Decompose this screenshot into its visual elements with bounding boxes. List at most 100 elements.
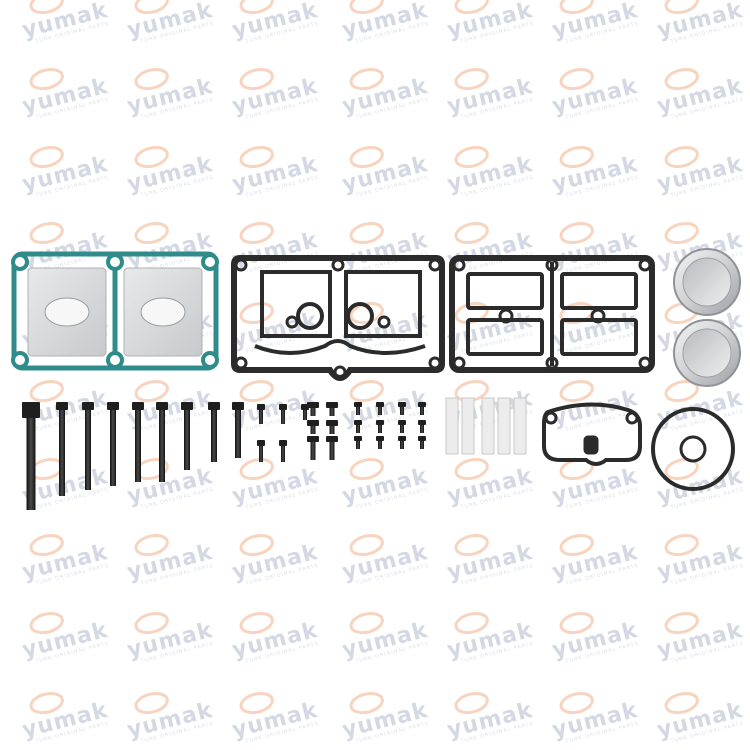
watermark-logo-icon	[559, 67, 594, 91]
watermark-logo-icon	[134, 691, 169, 715]
watermark-logo-icon	[29, 379, 64, 403]
watermark-logo-icon	[239, 301, 274, 325]
small-gasket	[542, 402, 642, 466]
watermark-logo-icon	[29, 533, 64, 557]
watermark-logo-icon	[29, 221, 64, 245]
watermark-logo-icon	[29, 67, 64, 91]
long-bolt	[232, 402, 244, 458]
watermark-logo-icon	[239, 67, 274, 91]
watermark-logo-icon	[664, 533, 699, 557]
watermark-logo-icon	[664, 611, 699, 635]
watermark-logo-icon	[454, 145, 489, 169]
top-cover-gasket	[449, 255, 655, 373]
tiny-screw	[418, 436, 426, 449]
watermark-logo-icon	[349, 67, 384, 91]
watermark-logo-icon	[454, 67, 489, 91]
bolt-set	[22, 402, 426, 510]
cylinder-head-gasket	[11, 251, 219, 371]
long-bolt	[208, 402, 220, 462]
watermark-logo-icon	[134, 145, 169, 169]
watermark-logo-icon	[349, 457, 384, 481]
watermark-logo-icon	[349, 611, 384, 635]
watermark-logo-icon	[134, 0, 169, 15]
watermark-logo-icon	[559, 691, 594, 715]
watermark-logo-icon	[349, 145, 384, 169]
tiny-screw	[398, 420, 406, 433]
watermark-logo-icon	[664, 221, 699, 245]
watermark-logo-icon	[29, 611, 64, 635]
watermark-logo-icon	[664, 67, 699, 91]
short-screw	[279, 404, 287, 424]
watermark-logo-icon	[664, 457, 699, 481]
watermark-logo-icon	[454, 533, 489, 557]
watermark-logo-icon	[454, 611, 489, 635]
tiny-screw	[354, 402, 362, 415]
watermark-logo-icon	[134, 221, 169, 245]
short-screw	[279, 440, 287, 462]
long-bolt	[22, 402, 40, 510]
small-bolt	[326, 436, 338, 460]
watermark-logo-icon	[239, 379, 274, 403]
o-ring	[651, 407, 735, 491]
watermark-logo-icon	[664, 145, 699, 169]
tiny-screw	[418, 402, 426, 415]
watermark-logo-icon	[349, 0, 384, 15]
small-bolt	[326, 420, 338, 434]
tiny-screw	[398, 436, 406, 449]
long-bolt	[107, 402, 119, 486]
watermark-logo-icon	[454, 221, 489, 245]
watermark-logo-icon	[559, 221, 594, 245]
watermark-logo-icon	[454, 457, 489, 481]
small-bolt	[326, 402, 338, 416]
watermark-logo-icon	[559, 0, 594, 15]
watermark-logo-icon	[29, 691, 64, 715]
tiny-screw	[376, 402, 384, 415]
watermark-logo-icon	[239, 221, 274, 245]
long-bolt	[82, 402, 94, 490]
long-bolt	[56, 402, 68, 496]
tiny-screw	[418, 420, 426, 433]
watermark-logo-icon	[664, 379, 699, 403]
watermark-logo-icon	[239, 533, 274, 557]
watermark-logo-icon	[134, 379, 169, 403]
short-screw	[257, 440, 265, 462]
tiny-screw	[376, 436, 384, 449]
long-bolt	[156, 402, 168, 482]
watermark-logo-icon	[239, 0, 274, 15]
tiny-screw	[354, 420, 362, 433]
round-washer	[679, 435, 707, 463]
watermark-logo-icon	[239, 691, 274, 715]
watermark-logo-icon	[239, 145, 274, 169]
watermark-logo-icon	[559, 379, 594, 403]
